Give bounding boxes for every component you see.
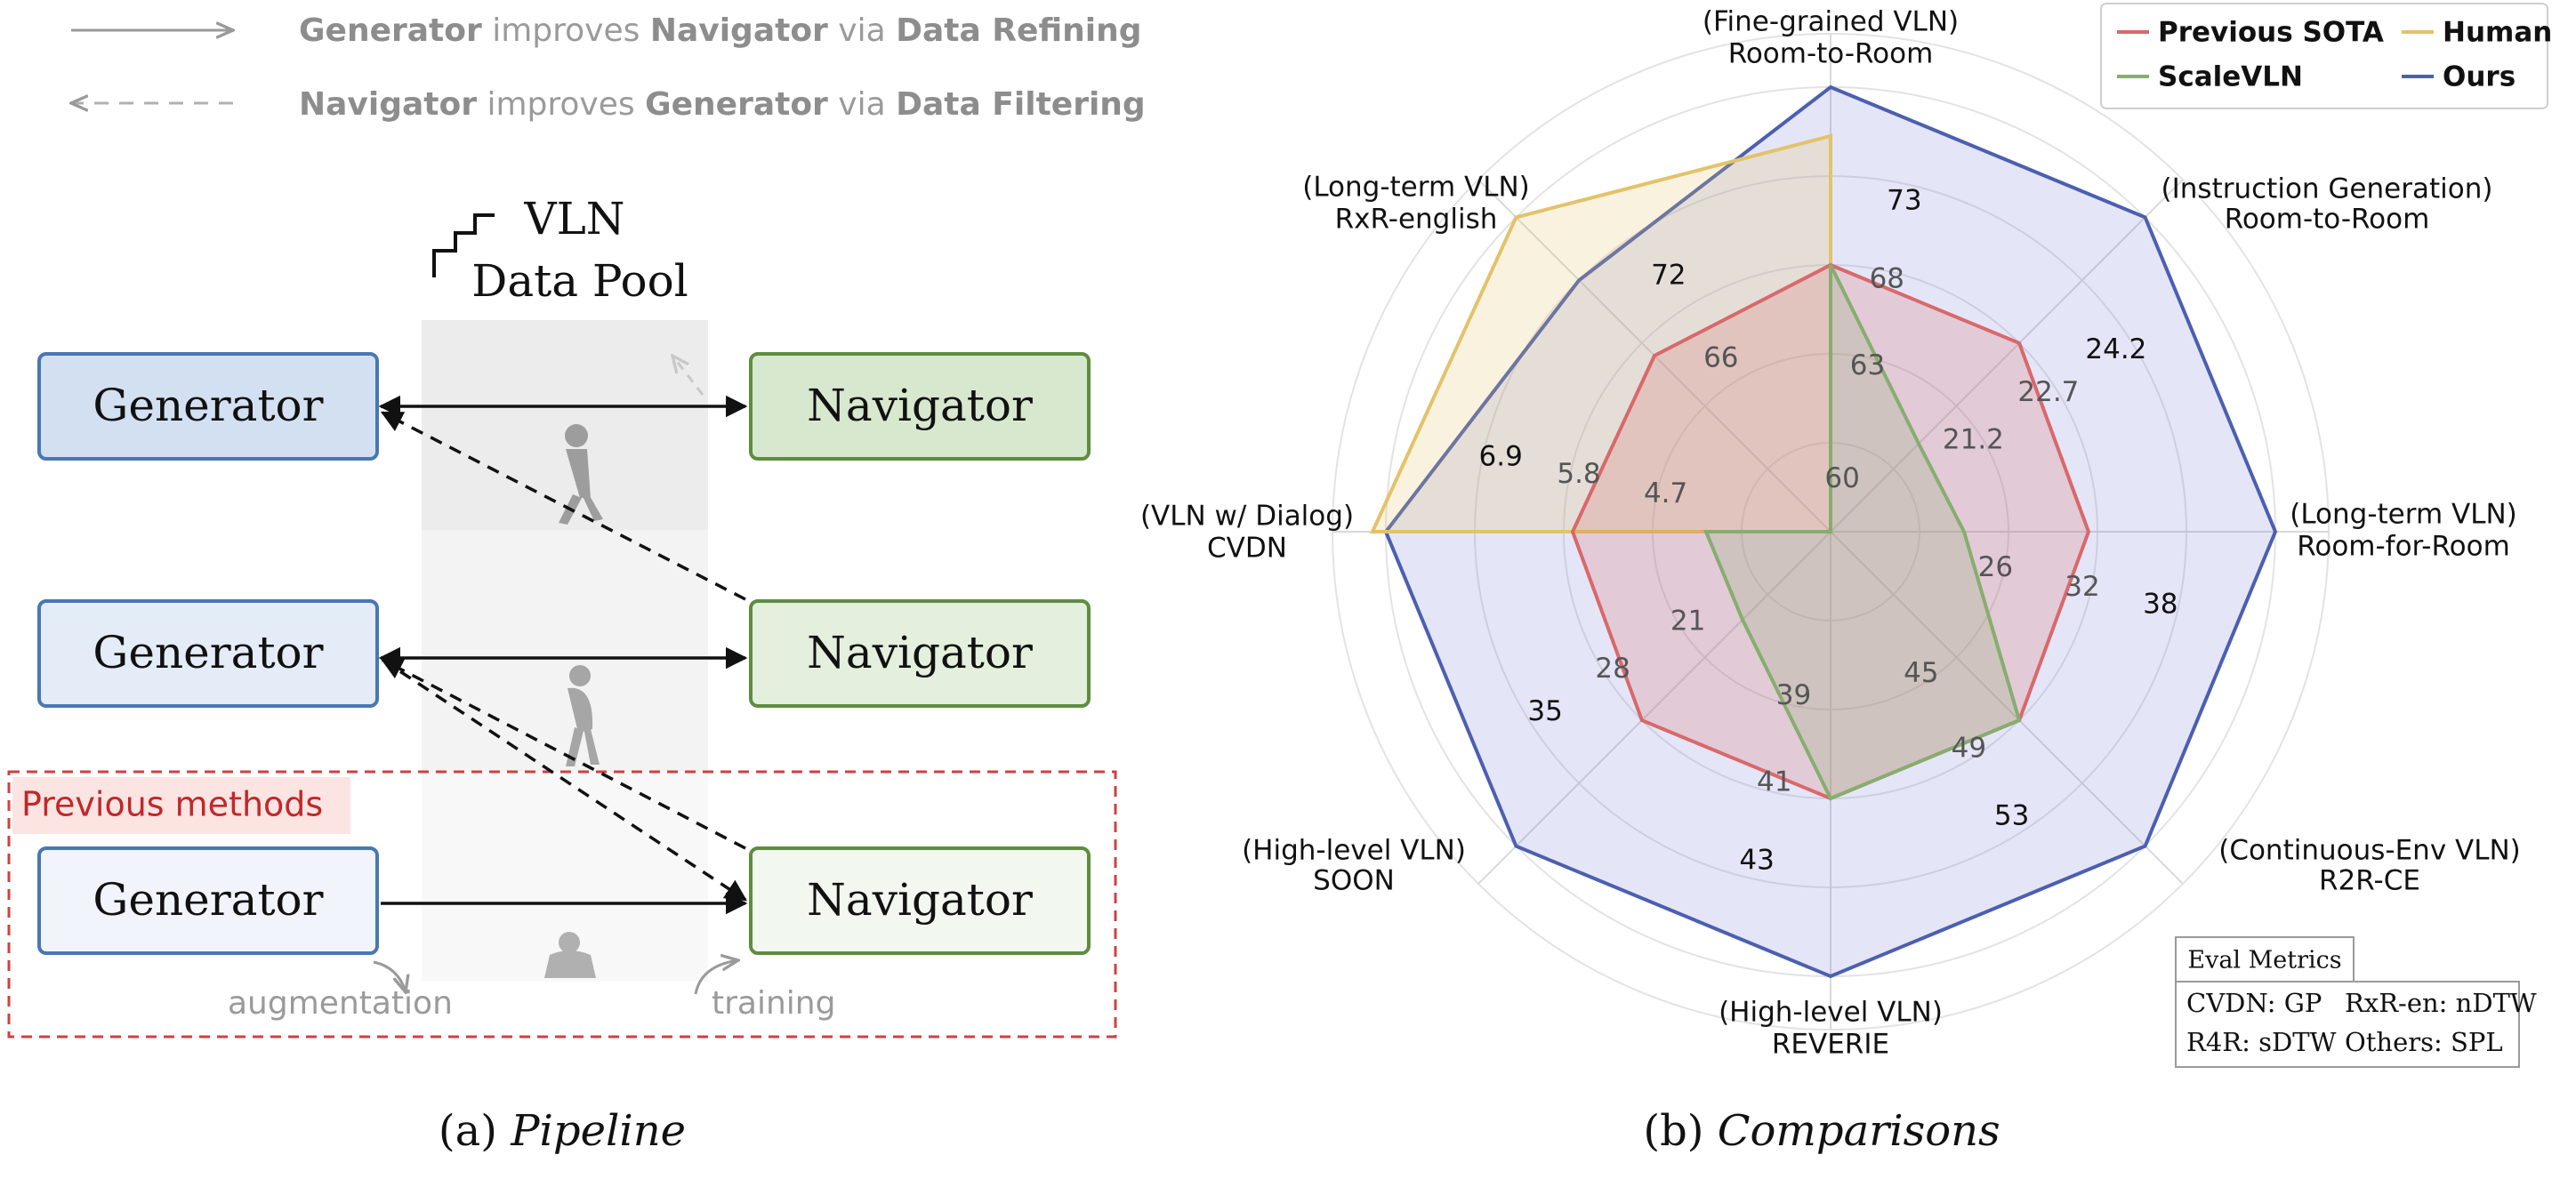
pool-title-line-1: VLN <box>523 193 624 245</box>
radar-tick-5-0: 35 <box>1527 695 1562 727</box>
eval-metrics-title: Eval Metrics <box>2187 947 2341 974</box>
radar-axis-label-2-category: (Long-term VLN) <box>2290 499 2517 531</box>
generator-box-3[interactable]: Generator <box>37 846 379 955</box>
radar-series-scalevln <box>1703 264 2022 801</box>
filter-arrow-3 <box>382 658 748 902</box>
radar-tick-2-2: 26 <box>1978 551 2013 583</box>
radar-axis-label-4-dataset: REVERIE <box>1772 1029 1889 1061</box>
radar-tick-4-1: 41 <box>1757 766 1791 798</box>
navigator-box-3[interactable]: Navigator <box>749 846 1091 955</box>
radar-axis-label-6-dataset: CVDN <box>1207 533 1287 565</box>
generator-box-1[interactable]: Generator <box>37 352 379 461</box>
radar-tick-7-1: 66 <box>1703 341 1738 373</box>
legend-line-1: Generator improves Navigator via Data Re… <box>299 12 1142 49</box>
generator-label-2: Generator <box>93 627 323 678</box>
eval-metric-cvdn: CVDN: GP <box>2186 988 2322 1018</box>
radar-tick-0-2: 63 <box>1850 349 1885 381</box>
data-pool-band-2 <box>422 530 708 772</box>
faded-filter-arrow <box>672 356 704 396</box>
radar-tick-3-0: 53 <box>1994 799 2029 831</box>
radar-axis-label-6-category: (VLN w/ Dialog) <box>1140 501 1354 533</box>
eval-metric-rxr: RxR-en: nDTW <box>2345 988 2537 1018</box>
radar-axis-label-5-category: (High-level VLN) <box>1242 835 1466 867</box>
data-pool-band-1 <box>422 320 708 530</box>
radar-axis-label-7-category: (Long-term VLN) <box>1302 172 1530 204</box>
filter-arrow-1 <box>380 411 746 601</box>
pipeline-legend: Generator improves Navigator via Data Re… <box>71 12 1146 123</box>
radar-chart: 73 68 63 60 24.222.7 21.2 38 32 26 53 49 45 43 41 39 35… <box>1140 6 2521 1061</box>
navigator-box-2[interactable]: Navigator <box>749 599 1091 708</box>
radar-axis-label-1-category: (Instruction Generation) <box>2161 173 2493 205</box>
radar-tick-6-1: 5.8 <box>1557 458 1600 490</box>
radar-tick-4-2: 39 <box>1776 679 1811 711</box>
radar-axis-label-7-dataset: RxR-english <box>1335 204 1498 236</box>
legend-frame <box>2100 3 2548 109</box>
gorilla-icon <box>544 932 596 978</box>
radar-tick-5-2: 21 <box>1670 605 1705 637</box>
stairs-icon <box>432 213 495 277</box>
radar-tick-4-0: 43 <box>1739 844 1774 876</box>
navigator-label-1: Navigator <box>807 380 1033 431</box>
radar-spoke-5 <box>1477 531 1831 885</box>
pipeline-arrows <box>378 395 748 915</box>
eval-metrics-box: Eval Metrics CVDN: GP RxR-en: nDTW R4R: … <box>2175 936 2537 1068</box>
training-label: training <box>712 985 835 1022</box>
eval-metrics-tab <box>2175 936 2355 982</box>
augmentation-label: augmentation <box>228 985 453 1022</box>
radar-axis-label-2-dataset: Room-for-Room <box>2297 531 2510 563</box>
pool-title-line-2: Data Pool <box>471 255 688 307</box>
radar-spoke-1 <box>1830 179 2184 533</box>
navigator-box-1[interactable]: Navigator <box>749 352 1091 461</box>
radar-tick-2-1: 32 <box>2065 571 2099 603</box>
radar-axis-label-0-dataset: Room-to-Room <box>1728 38 1934 70</box>
radar-tick-3-1: 49 <box>1952 732 1986 764</box>
previous-methods-frame <box>7 770 1117 1039</box>
legend-scalevln: ScaleVLN <box>2158 61 2303 93</box>
previous-methods-label: Previous methods <box>21 785 323 824</box>
radar-axis-label-3-dataset: R2R-CE <box>2319 865 2420 897</box>
legend-line-2: Navigator improves Generator via Data Fi… <box>299 86 1146 123</box>
radar-tick-5-1: 28 <box>1595 653 1630 685</box>
radar-tick-6-2: 4.7 <box>1644 477 1687 509</box>
radar-legend: Previous SOTA ScaleVLN Human Ours <box>2100 3 2552 109</box>
radar-axis-label-0-category: (Fine-grained VLN) <box>1703 6 1959 38</box>
eval-metrics-frame <box>2175 981 2520 1068</box>
legend-ours: Ours <box>2443 61 2516 93</box>
legend-previous-sota: Previous SOTA <box>2158 17 2384 49</box>
radar-tick-0-3: 60 <box>1824 462 1859 494</box>
eval-metric-r4r: R4R: sDTW <box>2186 1027 2337 1057</box>
radar-spoke-3 <box>1830 531 2184 885</box>
radar-tick-6-0: 6.9 <box>1479 441 1523 473</box>
radar-axis-label-1-dataset: Room-to-Room <box>2225 204 2430 236</box>
filter-arrow-2 <box>380 658 746 850</box>
radar-axis-label-3-category: (Continuous-Env VLN) <box>2218 835 2521 867</box>
radar-tick-3-2: 45 <box>1904 657 1938 689</box>
augmentation-arrow <box>373 960 406 992</box>
radar-tick-0-1: 68 <box>1870 263 1904 295</box>
radar-tick-7-0: 72 <box>1651 259 1686 291</box>
navigator-label-3: Navigator <box>807 874 1033 926</box>
navigator-label-2: Navigator <box>807 627 1033 678</box>
radar-tick-1-0: 24.2 <box>2085 333 2146 365</box>
generator-label-3: Generator <box>93 874 323 926</box>
radar-tick-1-2: 21.2 <box>1943 424 2004 456</box>
previous-methods-label-bg <box>12 777 350 834</box>
radar-tick-1-1: 22.7 <box>2017 376 2079 408</box>
caption-b: (b) Comparisons <box>1643 1106 2000 1156</box>
training-arrow <box>694 960 738 995</box>
generator-box-2[interactable]: Generator <box>37 599 379 708</box>
radar-axis-label-4-category: (High-level VLN) <box>1719 997 1943 1029</box>
legend-human: Human <box>2443 17 2552 49</box>
radar-axis-label-5-dataset: SOON <box>1313 865 1395 897</box>
eval-metric-others: Others: SPL <box>2345 1027 2503 1057</box>
radar-tick-2-0: 38 <box>2143 588 2178 620</box>
generator-label-1: Generator <box>93 380 323 431</box>
data-pool: VLN Data Pool <box>422 193 708 982</box>
caption-a: (a) Pipeline <box>439 1106 686 1156</box>
radar-tick-0-0: 73 <box>1887 185 1921 217</box>
